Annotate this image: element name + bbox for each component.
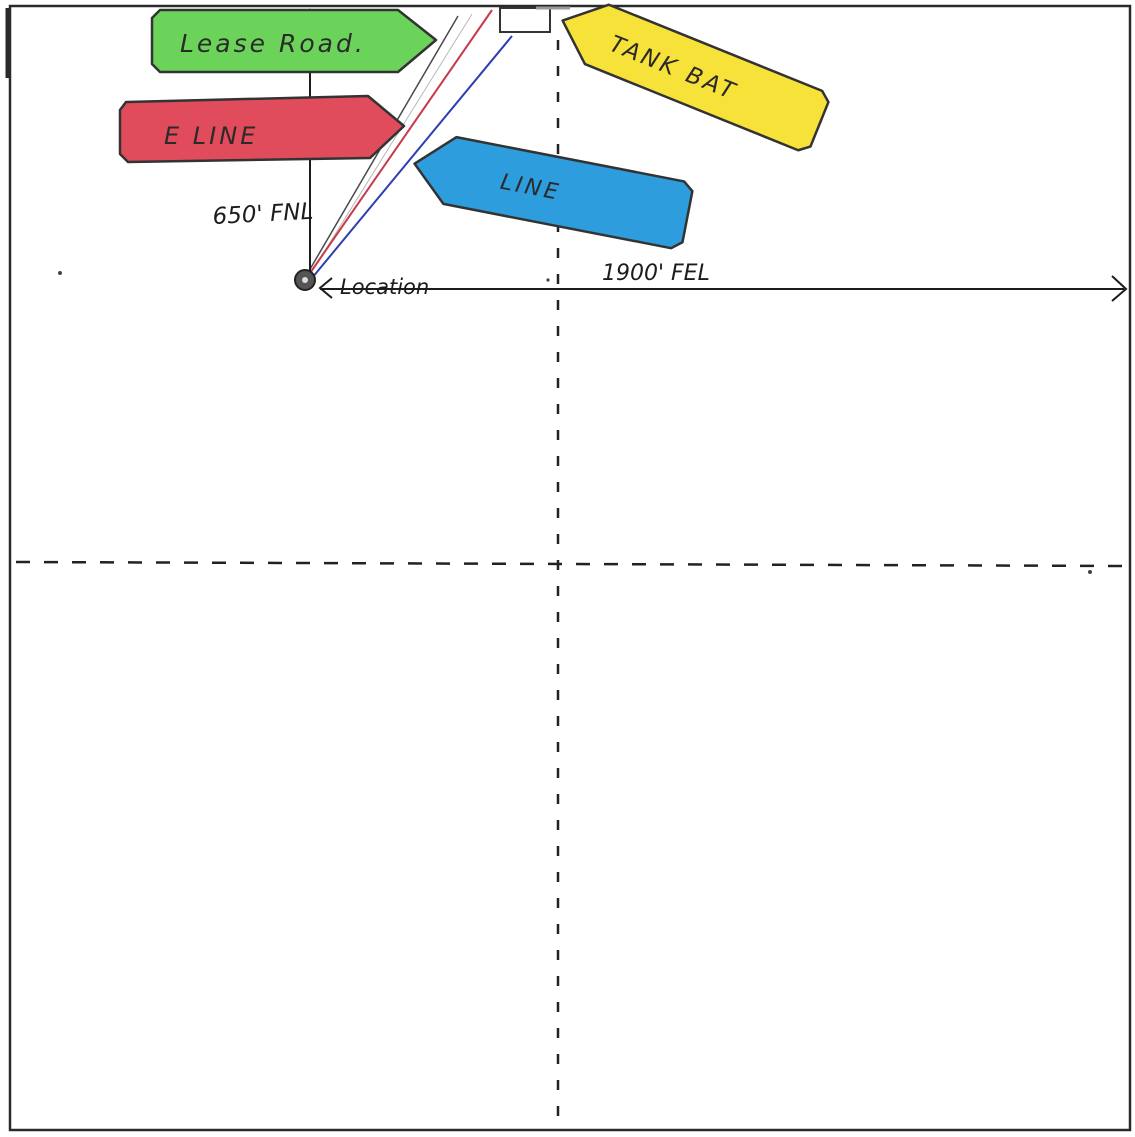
line-route: [311, 35, 513, 279]
section-boundary: [8, 4, 1132, 1132]
fel-label: 1900' FEL: [602, 261, 710, 286]
scan-speck: [1088, 570, 1092, 574]
lease-road-tag: Lease Road.: [150, 8, 438, 74]
tank-bat-tag-shape: [561, 3, 830, 152]
e-line-tag-label: E LINE: [164, 122, 258, 150]
e-line-tag: E LINE: [118, 94, 406, 164]
quarter-line-horizontal: [15, 560, 1126, 568]
e-line-route: [307, 9, 493, 277]
scan-speck: [58, 271, 62, 275]
lease-road-route-outer: [307, 13, 473, 279]
tank-bat-tag: TANK BAT: [561, 3, 830, 152]
fnl-label: 650' FNL: [212, 199, 314, 230]
location-label: Location: [340, 275, 429, 299]
e-line-tag-shape: [118, 94, 406, 164]
line-tag-shape: [413, 135, 694, 250]
lease-road-tag-label: Lease Road.: [180, 29, 366, 58]
fel-arrowhead: [1111, 275, 1128, 302]
line-tag: LINE: [413, 135, 694, 250]
tank-battery-pad: [499, 7, 551, 33]
well-location-center: [302, 277, 308, 283]
lease-road-tag-shape: [150, 8, 438, 74]
scan-speck: [546, 278, 550, 282]
location-arrowhead: [318, 277, 333, 299]
